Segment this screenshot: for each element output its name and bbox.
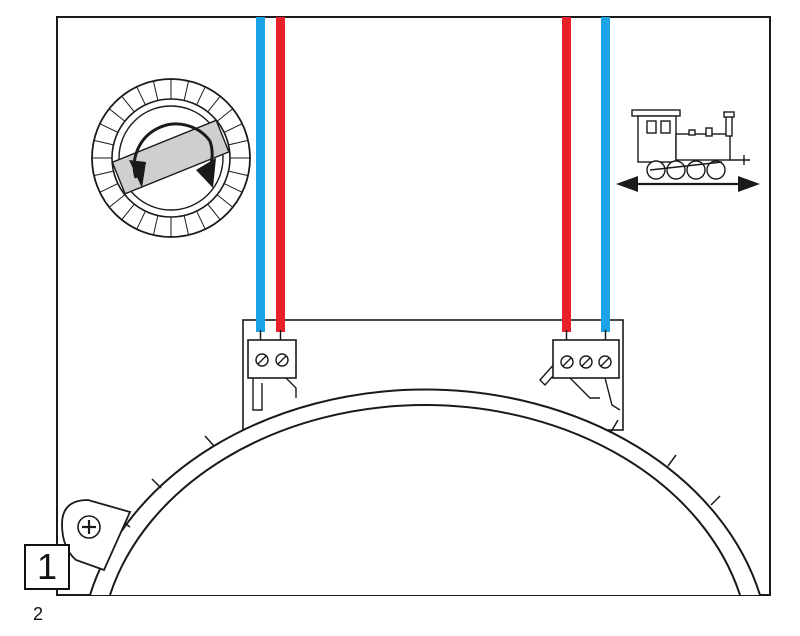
dial-tick — [223, 183, 243, 193]
dial-tick — [183, 215, 190, 236]
locomotive-icon — [631, 109, 750, 180]
wire-blue-right — [601, 17, 610, 332]
dial-tick — [207, 95, 221, 113]
wire-red-right — [562, 17, 571, 332]
dial-tick — [93, 139, 114, 146]
wire-red-left — [276, 17, 285, 332]
screw-icon — [275, 353, 289, 367]
dial-tick — [108, 194, 126, 208]
dial-tick — [228, 139, 249, 146]
dial-tick — [136, 210, 146, 230]
dial-tick — [216, 194, 234, 208]
screw-icon — [560, 355, 574, 369]
rotation-dial-icon — [91, 78, 251, 238]
screw-icon — [77, 515, 101, 539]
wire-blue-left — [256, 17, 265, 332]
dial-tick — [121, 95, 135, 113]
terminal-block-right — [539, 339, 621, 411]
dome-housing — [89, 388, 761, 596]
dial-tick — [152, 215, 159, 236]
screw-icon — [255, 353, 269, 367]
dial-tick — [223, 123, 243, 133]
dial-tick — [121, 203, 135, 221]
dial-tick — [152, 80, 159, 101]
dial-tick — [93, 170, 114, 177]
dial-tick — [99, 183, 119, 193]
dial-tick — [99, 123, 119, 133]
wire-group-right — [562, 17, 610, 340]
dial-tick — [108, 108, 126, 122]
wire-group-left — [256, 17, 285, 340]
bidirectional-arrow-icon — [616, 176, 760, 192]
step-number-box: 1 — [24, 544, 70, 590]
dial-tick — [228, 170, 249, 177]
dial-tick — [207, 203, 221, 221]
step-number: 1 — [36, 546, 58, 587]
dial-tick — [183, 80, 190, 101]
terminal-block-left — [247, 339, 297, 411]
mounting-lug — [61, 499, 132, 572]
screw-icon — [579, 355, 593, 369]
dial-tick — [136, 86, 146, 106]
dial-tick — [196, 86, 206, 106]
dial-tick — [196, 210, 206, 230]
dial-tick — [216, 108, 234, 122]
screw-icon — [598, 355, 612, 369]
page-number: 2 — [33, 604, 44, 624]
